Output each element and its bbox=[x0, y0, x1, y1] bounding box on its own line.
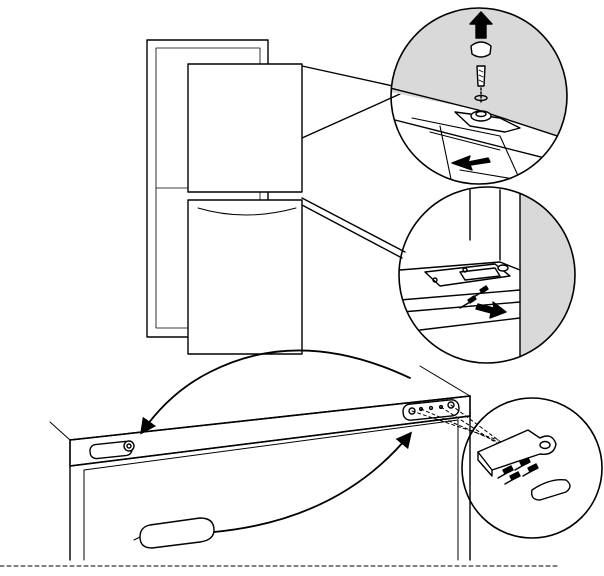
handle-cover-piece bbox=[139, 517, 215, 549]
detail-hinge-parts bbox=[461, 397, 603, 539]
curved-arrow-icon bbox=[140, 349, 411, 435]
top-cabinet-edge bbox=[391, 87, 479, 111]
detail-circle-middle bbox=[398, 186, 576, 364]
leader-line-mid-a bbox=[301, 197, 406, 253]
detail-top-hinge bbox=[390, 7, 568, 185]
fridge-door bbox=[187, 199, 303, 355]
leader-line-top-a bbox=[301, 65, 394, 87]
curved-arrow-return-icon bbox=[213, 431, 413, 533]
leader-line-top-b bbox=[301, 93, 401, 139]
left-hinge-hole bbox=[123, 440, 135, 452]
fridge-front-view bbox=[146, 39, 303, 355]
freezer-door bbox=[187, 63, 303, 193]
detail-circle-top bbox=[390, 7, 568, 185]
detail-middle-hinge bbox=[398, 186, 576, 364]
right-arrow-icon bbox=[475, 301, 507, 319]
left-arrow-icon bbox=[451, 155, 491, 171]
up-arrow-icon bbox=[469, 11, 493, 39]
door-top-perspective bbox=[0, 365, 561, 567]
detail-circle-parts bbox=[461, 397, 603, 539]
door-top-strip bbox=[69, 395, 471, 467]
fridge-door-handle-line bbox=[197, 207, 297, 216]
leader-line-mid-b bbox=[301, 204, 403, 259]
